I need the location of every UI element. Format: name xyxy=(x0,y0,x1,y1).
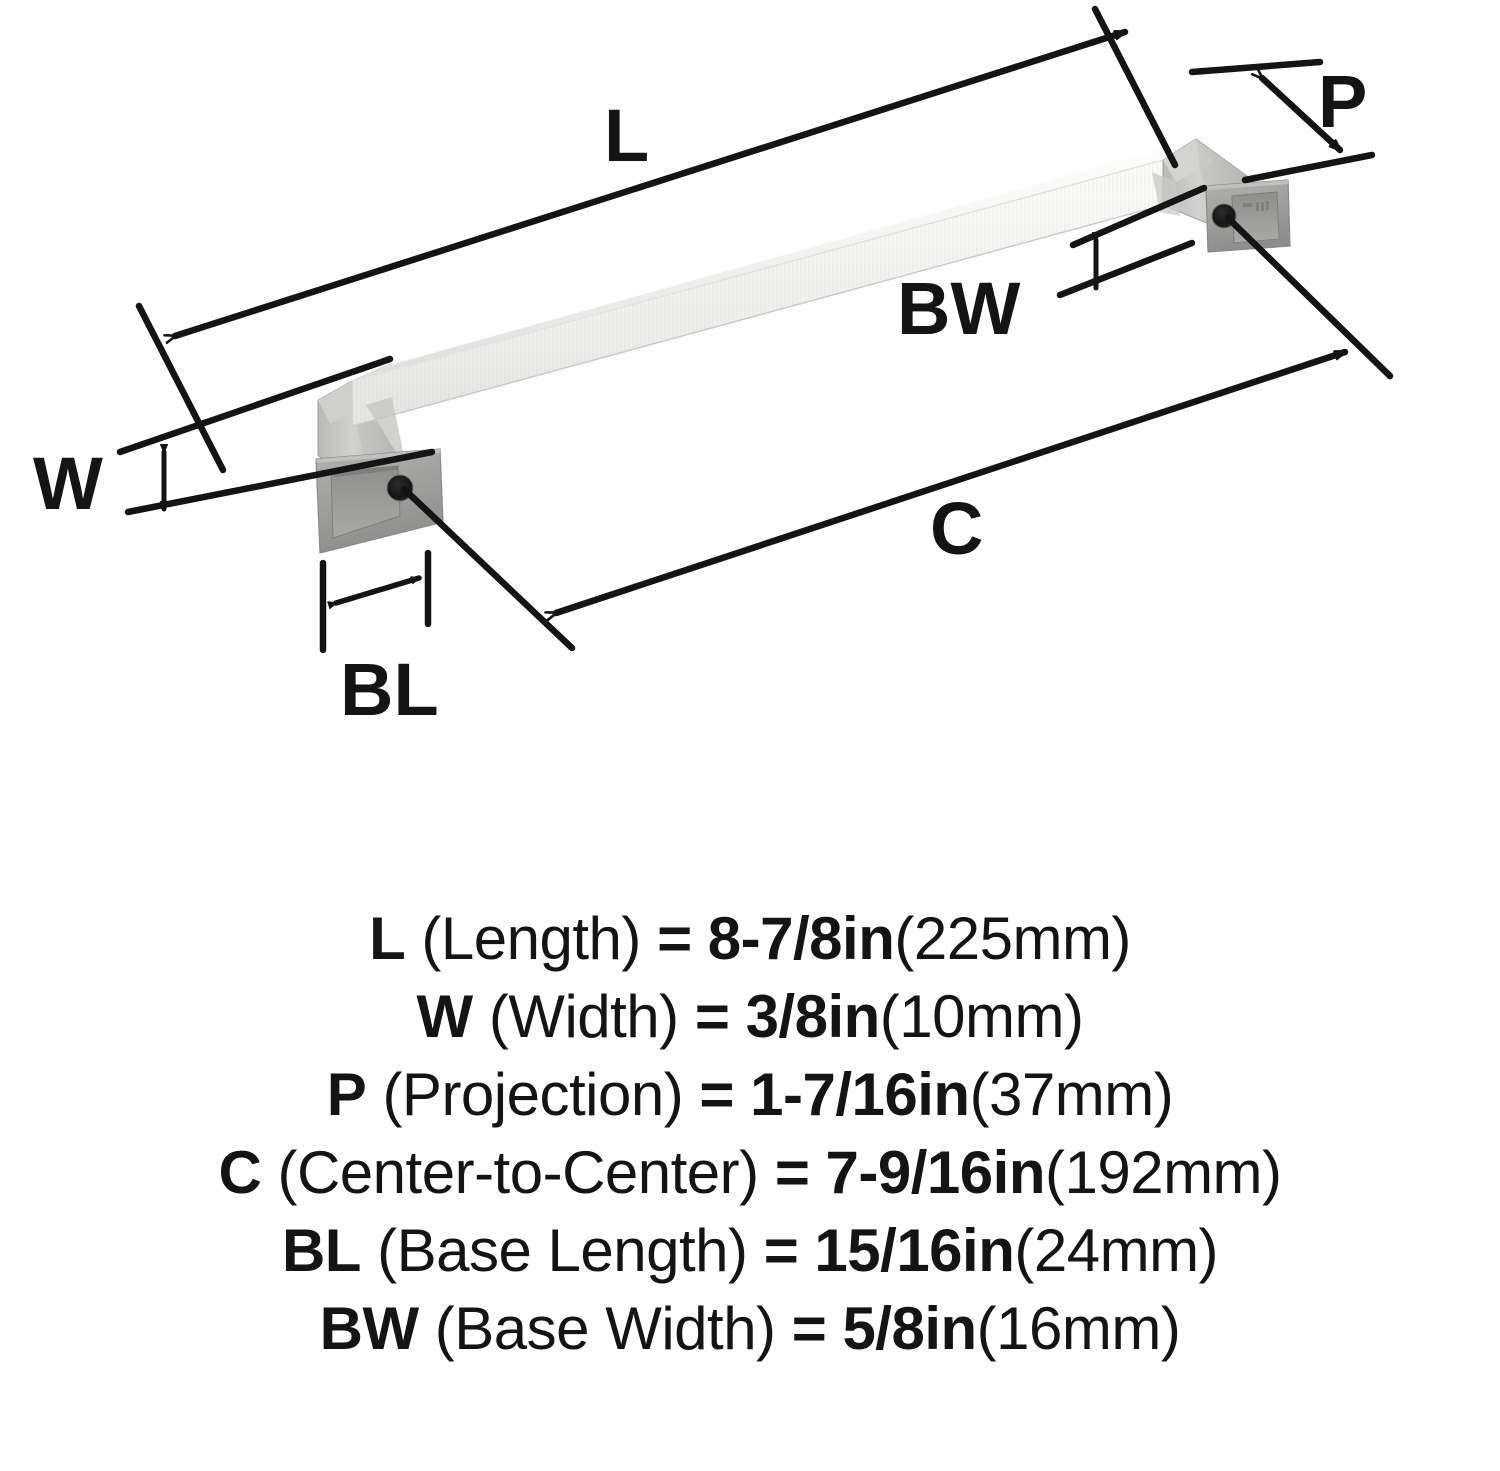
spec-row-length: L (Length) = 8-7/8in(225mm) xyxy=(0,900,1500,978)
spec-value-l: 8-7/8in xyxy=(707,905,895,972)
dimension-line-p xyxy=(1188,58,1376,184)
spec-value-bl: 15/16in xyxy=(814,1217,1015,1284)
dimension-line-c xyxy=(400,214,1394,652)
spec-code-c: C xyxy=(218,1139,262,1206)
dimension-label-w: W xyxy=(33,442,103,525)
spec-row-width: W (Width) = 3/8in(10mm) xyxy=(0,978,1500,1056)
spec-desc-w: (Width) xyxy=(488,983,679,1050)
spec-equals-bl: = xyxy=(763,1217,799,1284)
spec-value-bw: 5/8in xyxy=(842,1295,977,1362)
spec-row-projection: P (Projection) = 1-7/16in(37mm) xyxy=(0,1056,1500,1134)
spec-desc-c: (Center-to-Center) xyxy=(277,1139,760,1206)
spec-metric-bl: (24mm) xyxy=(1014,1217,1219,1284)
spec-desc-bl: (Base Length) xyxy=(377,1217,748,1284)
spec-row-center-to-center: C (Center-to-Center) = 7-9/16in(192mm) xyxy=(0,1134,1500,1212)
spec-metric-w: (10mm) xyxy=(879,983,1084,1050)
spec-metric-l: (225mm) xyxy=(894,905,1131,972)
spec-equals-l: = xyxy=(657,905,692,972)
spec-code-bw: BW xyxy=(319,1295,419,1362)
base-embossed-marks xyxy=(1243,201,1269,211)
handle-3d-model xyxy=(315,137,1291,554)
handle-diagram: L P BW W C BL xyxy=(33,5,1394,731)
dimension-label-c: C xyxy=(930,487,984,570)
dimension-line-l xyxy=(135,5,1179,474)
spec-code-l: L xyxy=(369,905,406,972)
spec-equals-c: = xyxy=(774,1139,810,1206)
dimension-label-l: L xyxy=(604,94,650,177)
spec-row-base-length: BL (Base Length) = 15/16in(24mm) xyxy=(0,1212,1500,1290)
dimension-line-bw xyxy=(1056,184,1208,299)
spec-desc-l: (Length) xyxy=(421,905,641,972)
spec-desc-bw: (Base Width) xyxy=(434,1295,776,1362)
spec-desc-p: (Projection) xyxy=(382,1061,684,1128)
spec-equals-p: = xyxy=(699,1061,734,1128)
specification-list: L (Length) = 8-7/8in(225mm) W (Width) = … xyxy=(0,900,1500,1460)
dimension-line-bl xyxy=(319,549,432,654)
dimension-label-bw: BW xyxy=(897,267,1021,350)
spec-value-c: 7-9/16in xyxy=(825,1139,1046,1206)
spec-metric-p: (37mm) xyxy=(969,1061,1174,1128)
spec-metric-bw: (16mm) xyxy=(976,1295,1181,1362)
handle-diagram-svg xyxy=(116,5,1394,654)
spec-code-w: W xyxy=(416,983,474,1050)
dimension-label-p: P xyxy=(1318,60,1368,143)
spec-equals-w: = xyxy=(694,983,730,1050)
spec-row-base-width: BW (Base Width) = 5/8in(16mm) xyxy=(0,1290,1500,1368)
spec-code-p: P xyxy=(326,1061,367,1128)
spec-code-bl: BL xyxy=(281,1217,361,1284)
spec-metric-c: (192mm) xyxy=(1044,1139,1282,1206)
dimension-label-bl: BL xyxy=(340,648,439,731)
spec-equals-bw: = xyxy=(791,1295,827,1362)
spec-value-w: 3/8in xyxy=(745,983,881,1050)
spec-value-p: 1-7/16in xyxy=(750,1061,970,1128)
dimension-line-w xyxy=(116,355,436,516)
